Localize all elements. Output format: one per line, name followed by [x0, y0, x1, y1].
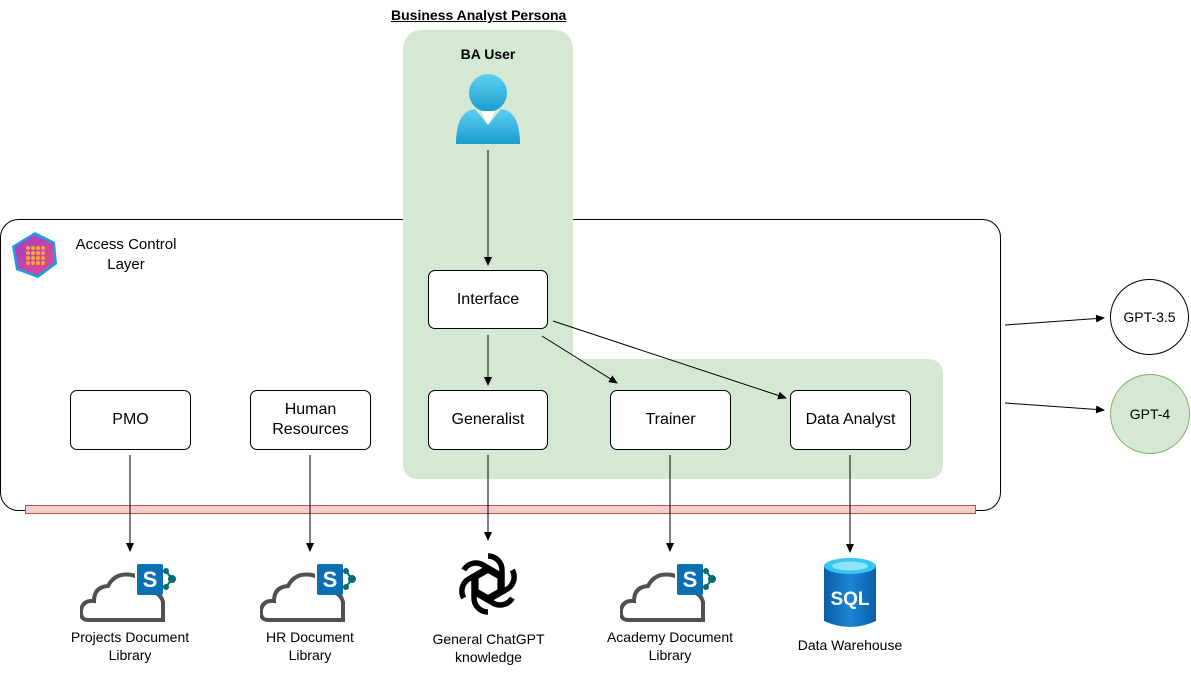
user-icon: [456, 74, 520, 144]
access-control-logo-icon: [12, 232, 57, 278]
svg-text:SQL: SQL: [830, 589, 869, 610]
access-control-label: Access Control Layer: [75, 236, 177, 273]
svg-text:S: S: [323, 567, 338, 592]
data-warehouse-label: Data Warehouse: [797, 637, 903, 653]
interface-node-label: Interface: [456, 290, 520, 308]
human-resources-node[interactable]: Human Resources: [250, 390, 371, 450]
projects-library-label: Projects Document Library: [70, 629, 190, 663]
persona-label: BA User: [460, 46, 516, 62]
gpt35-node[interactable]: GPT-3.5: [1110, 279, 1189, 355]
data-analyst-node[interactable]: Data Analyst: [790, 390, 911, 450]
interface-node[interactable]: Interface: [428, 270, 548, 329]
edge-interface-data-analyst: [552, 320, 787, 400]
academy-library-label: Academy Document Library: [606, 629, 734, 663]
sharepoint-icon: S: [80, 563, 176, 622]
trainer-node-label: Trainer: [645, 411, 696, 428]
sql-database-icon: SQL: [824, 558, 876, 627]
hr-library-label: HR Document Library: [266, 629, 354, 663]
data-analyst-node-label: Data Analyst: [805, 411, 896, 428]
gpt4-node-label: GPT-4: [1129, 406, 1171, 422]
edge-layer-gpt35: [1004, 314, 1105, 326]
gpt4-node[interactable]: GPT-4: [1110, 374, 1190, 454]
chatgpt-knowledge-label: General ChatGPT knowledge: [432, 631, 545, 665]
edge-interface-trainer: [541, 335, 618, 384]
gpt35-node-label: GPT-3.5: [1123, 309, 1176, 325]
sharepoint-icon: S: [620, 563, 716, 622]
openai-icon: [459, 553, 517, 615]
trainer-node[interactable]: Trainer: [610, 390, 731, 450]
diagram-title: Business Analyst Persona: [391, 7, 567, 23]
svg-text:S: S: [143, 567, 158, 592]
sharepoint-icon: S: [260, 563, 356, 622]
generalist-node-label: Generalist: [451, 411, 525, 428]
human-resources-node-label: Human Resources: [272, 401, 349, 438]
pmo-node[interactable]: PMO: [70, 390, 191, 450]
access-boundary-bar: [25, 505, 976, 514]
edge-layer-gpt4: [1004, 402, 1105, 414]
svg-text:S: S: [683, 567, 698, 592]
pmo-node-label: PMO: [112, 411, 149, 428]
generalist-node[interactable]: Generalist: [428, 390, 548, 450]
